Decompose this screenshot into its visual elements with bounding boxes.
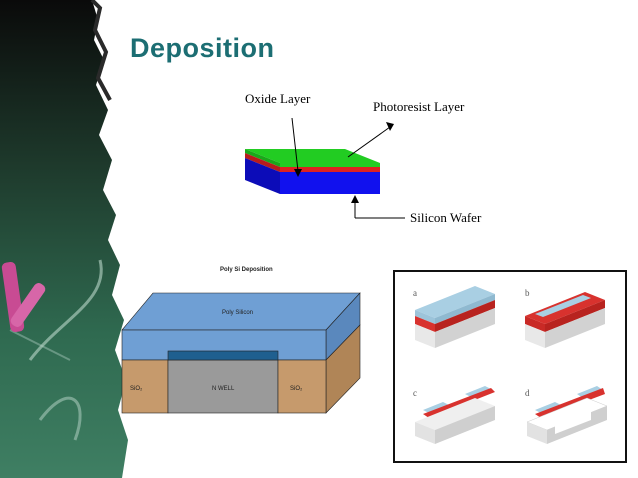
oxide-arrow-head: [294, 169, 302, 177]
photoresist-side: [245, 149, 280, 167]
wafer-arrow-head: [351, 195, 359, 203]
poly-si-title: Poly Si Deposition: [220, 267, 273, 273]
silicon-wafer-label: Silicon Wafer: [410, 210, 482, 225]
step-a-letter: a: [413, 288, 417, 298]
wafer-side: [245, 158, 280, 194]
chalkboard-decoration: [0, 0, 128, 478]
n-well-region: [167, 359, 279, 414]
photoresist-arrow-head: [386, 122, 394, 131]
oxide-layer-label: Oxide Layer: [245, 91, 311, 106]
photoresist-layer-label: Photoresist Layer: [373, 99, 465, 114]
step-c: c: [413, 386, 495, 444]
wafer-front: [280, 172, 380, 194]
oxide-side: [245, 153, 280, 172]
sio2-left-label: SiO₂: [130, 386, 143, 392]
step-b-letter: b: [525, 288, 530, 298]
oxide-front: [280, 167, 380, 172]
sio2-right-label: SiO₂: [290, 386, 303, 392]
n-well-label: N WELL: [212, 386, 235, 392]
photoresist-front: [280, 163, 380, 167]
step-b: b: [525, 288, 605, 348]
process-steps-svg: a b c: [413, 286, 608, 444]
poly-silicon-label: Poly Silicon: [222, 310, 253, 316]
poly-si-deposition-diagram: Poly Si Deposition Poly Silicon N WELL S…: [121, 267, 361, 414]
wafer-layers-diagram: Oxide Layer Photoresist Layer Silicon Wa…: [245, 91, 482, 225]
slide-title: Deposition: [130, 33, 275, 63]
sio2-right-region: [277, 359, 327, 414]
step-c-letter: c: [413, 388, 417, 398]
photoresist-top-face: [245, 149, 380, 163]
sio2-left-region: [121, 359, 169, 414]
step-d-letter: d: [525, 388, 530, 398]
process-steps-panel: a b c: [393, 270, 627, 463]
gate-oxide: [167, 350, 279, 361]
step-a: a: [413, 286, 495, 348]
step-d: d: [525, 386, 608, 444]
